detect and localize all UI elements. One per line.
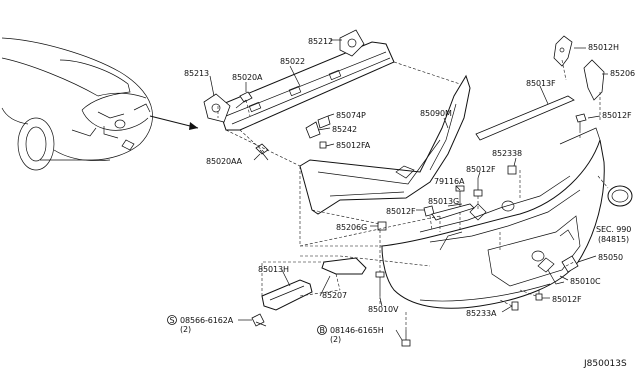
clip-852338	[507, 165, 517, 175]
label-85012F-top: 85012F	[602, 111, 632, 120]
label-sec-990-sub: (84815)	[598, 235, 629, 244]
emblem-sec990	[607, 185, 633, 207]
label-85233A: 85233A	[466, 309, 497, 318]
clip-85074P	[317, 115, 331, 129]
bolt-85010V	[375, 271, 385, 296]
moulding-85013F	[475, 95, 575, 141]
circle-s-glyph: S	[170, 316, 175, 325]
label-08146: 08146-6165H	[330, 326, 384, 335]
clip-85233A	[511, 301, 519, 311]
label-85090M: 85090M	[420, 109, 452, 118]
label-85012H: 85012H	[588, 43, 619, 52]
screw-08566	[251, 313, 267, 327]
bolt-08146	[401, 330, 411, 347]
bracket-85242	[305, 121, 321, 139]
bracket-85013H	[261, 279, 313, 311]
clip-85012F-top	[575, 113, 587, 130]
label-85012F-mid: 85012F	[466, 165, 496, 174]
bolt-85020AA	[255, 143, 269, 161]
label-85213: 85213	[184, 69, 209, 78]
label-85010C: 85010C	[570, 277, 601, 286]
label-85022: 85022	[280, 57, 305, 66]
car-rear-illustration	[1, 37, 153, 171]
label-852338: 852338	[492, 149, 522, 158]
rear-bumper-fascia	[381, 127, 605, 309]
leader-lines	[209, 39, 608, 341]
label-85010V: 85010V	[368, 305, 399, 314]
callout-bolt-b: B 08146-6165H (2)	[317, 325, 384, 344]
guide-lines	[217, 59, 609, 330]
cover-85050	[561, 255, 579, 273]
label-08146-qty: (2)	[330, 335, 341, 344]
label-85013F: 85013F	[526, 79, 556, 88]
label-85212: 85212	[308, 37, 333, 46]
pointer-arrow-head	[189, 122, 198, 130]
moulding-85013G	[431, 203, 475, 221]
label-85013H: 85013H	[258, 265, 289, 274]
label-85206: 85206	[610, 69, 635, 78]
diagram-code: J850013S	[583, 359, 627, 369]
label-85020A: 85020A	[232, 73, 263, 82]
label-85012F-bottom: 85012F	[552, 295, 582, 304]
clip-85012F-bottom	[535, 290, 543, 301]
bracket-85207	[321, 257, 367, 275]
clip-85012FA	[319, 141, 327, 149]
bolt-85020A	[235, 91, 253, 109]
label-08566-qty: (2)	[180, 325, 191, 334]
label-85207: 85207	[322, 291, 347, 300]
label-85012FA: 85012FA	[336, 141, 371, 150]
bracket-85213	[203, 93, 231, 123]
callout-screw-s: S 08566-6162A (2)	[167, 315, 234, 334]
rear-reinforcement	[217, 41, 395, 131]
label-sec-990: SEC. 990	[596, 225, 631, 234]
bracket-85012H	[553, 35, 573, 67]
clip-85012F-mid	[473, 178, 483, 197]
bracket-85212	[339, 29, 365, 57]
clip-85010C	[547, 269, 565, 285]
circle-b-glyph: B	[320, 326, 325, 335]
label-85012F-left: 85012F	[386, 207, 416, 216]
label-85020AA: 85020AA	[206, 157, 243, 166]
label-85242: 85242	[332, 125, 357, 134]
label-85050: 85050	[598, 253, 623, 262]
bracket-85206	[583, 59, 605, 101]
label-85074P: 85074P	[336, 111, 366, 120]
energy-absorber	[299, 74, 471, 215]
label-08566: 08566-6162A	[180, 316, 234, 325]
label-79116A: 79116A	[434, 177, 465, 186]
label-85206G: 85206G	[336, 223, 367, 232]
label-85013G: 85013G	[428, 197, 459, 206]
